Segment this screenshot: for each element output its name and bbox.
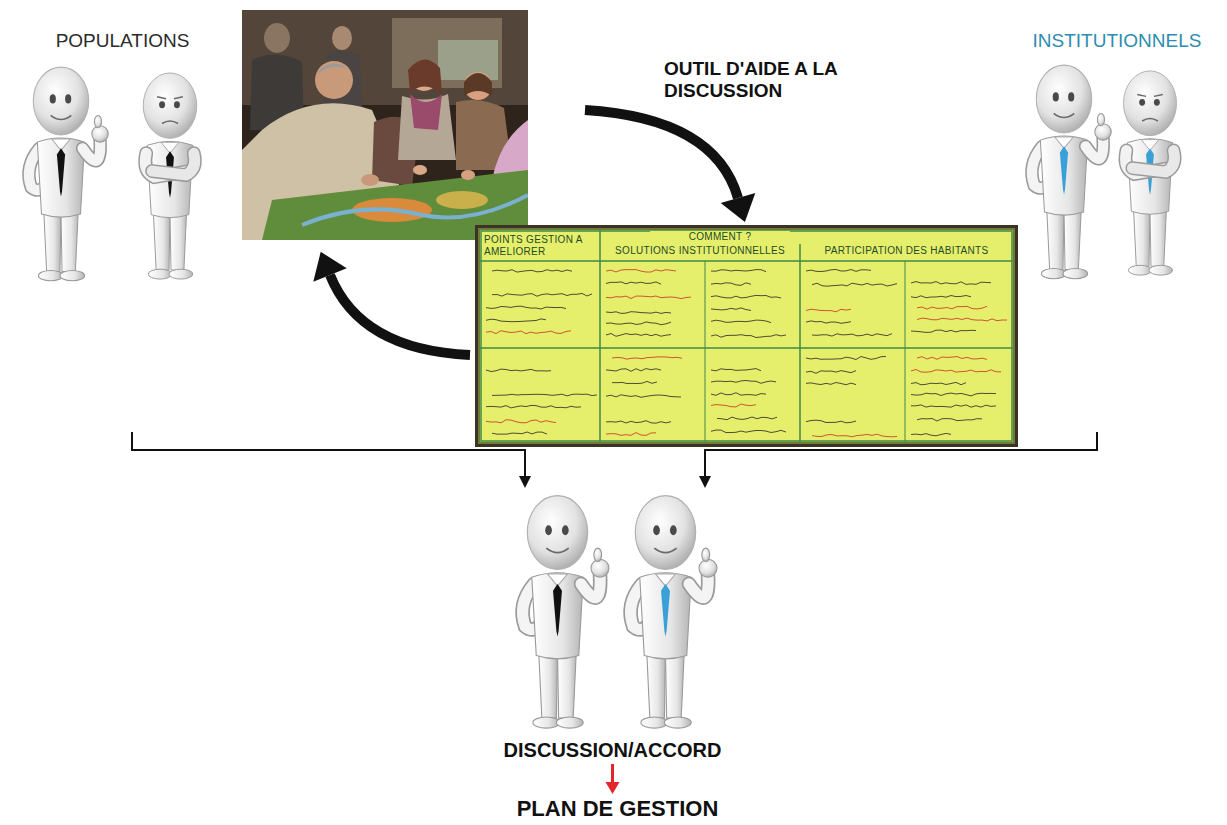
handwriting-scribble bbox=[492, 432, 547, 434]
agreement-figures bbox=[523, 496, 717, 729]
result-box: PLAN DE GESTION bbox=[490, 794, 745, 823]
arrowhead bbox=[606, 782, 620, 794]
handwriting-scribble bbox=[486, 405, 581, 408]
handwriting-scribble bbox=[806, 321, 851, 323]
poster-heading: POINTS GESTION A AMELIORER bbox=[484, 234, 596, 258]
connector bbox=[606, 764, 620, 794]
handwriting-scribble bbox=[711, 381, 776, 384]
grid-line bbox=[480, 260, 1013, 262]
poster-grid bbox=[480, 230, 1013, 442]
handwriting-scribble bbox=[606, 433, 656, 436]
handwriting-scribble bbox=[917, 357, 987, 360]
diagram-label: OUTIL D'AIDE A LA DISCUSSION bbox=[664, 58, 869, 102]
man-figure bbox=[143, 73, 197, 279]
handwriting-scribble bbox=[606, 282, 661, 284]
handwriting-scribble bbox=[711, 393, 766, 396]
handwriting-scribble bbox=[606, 296, 691, 299]
connector bbox=[132, 432, 531, 488]
node-label: DISCUSSION/ACCORD bbox=[504, 739, 722, 762]
handwriting-scribble bbox=[486, 420, 556, 423]
population-figures bbox=[29, 67, 197, 281]
node-label: POPULATIONS bbox=[56, 30, 190, 52]
handwriting-scribble bbox=[606, 369, 661, 372]
handwriting-scribble bbox=[911, 296, 971, 298]
handwriting-scribble bbox=[711, 369, 761, 371]
agreement-box: DISCUSSION/ACCORD bbox=[495, 488, 730, 764]
node-label: INSTITUTIONNELS bbox=[1033, 30, 1202, 52]
handwriting-scribble bbox=[911, 393, 996, 396]
grid-line bbox=[705, 261, 706, 442]
group-box: POPULATIONS bbox=[0, 28, 245, 432]
handwriting-scribble bbox=[806, 371, 856, 374]
man-figure bbox=[1123, 71, 1176, 275]
poster-heading: COMMENT ? bbox=[650, 231, 790, 243]
institution-figures bbox=[1032, 65, 1177, 279]
grid-line bbox=[599, 230, 601, 442]
cycle-arrow bbox=[313, 252, 470, 355]
handwriting-scribble bbox=[806, 357, 886, 360]
handwriting-scribble bbox=[606, 421, 671, 424]
cycle-arrow bbox=[585, 110, 755, 222]
arrowhead bbox=[699, 476, 711, 488]
handwriting-scribble bbox=[486, 319, 546, 322]
handwriting-scribble bbox=[606, 395, 681, 398]
handwriting-scribble bbox=[917, 306, 987, 309]
grid-line bbox=[905, 261, 906, 442]
connector-line bbox=[132, 432, 525, 477]
handwriting-scribble bbox=[717, 417, 777, 420]
handwriting-scribble bbox=[711, 320, 771, 323]
handwriting-scribble bbox=[911, 282, 991, 285]
poster-heading: PARTICIPATION DES HABITANTS bbox=[804, 245, 1009, 257]
handwriting-scribble bbox=[711, 335, 786, 338]
node-label: PLAN DE GESTION bbox=[517, 796, 719, 821]
connector-line bbox=[611, 764, 614, 783]
handwriting-scribble bbox=[486, 331, 571, 334]
handwriting-scribble bbox=[492, 293, 592, 296]
handwriting-scribble bbox=[812, 283, 897, 286]
man-figure bbox=[523, 496, 609, 729]
handwriting-scribble bbox=[806, 383, 856, 385]
handwriting-scribble bbox=[711, 308, 751, 311]
handwriting-scribble bbox=[606, 270, 676, 272]
handwriting-scribble bbox=[711, 404, 756, 407]
workshop-photo bbox=[242, 10, 528, 240]
poster-border bbox=[481, 231, 1012, 441]
handwriting-scribble bbox=[492, 394, 597, 396]
handwriting-scribble bbox=[917, 318, 1007, 321]
handwriting-scribble bbox=[492, 270, 572, 272]
handwriting-scribble bbox=[711, 430, 786, 433]
handwriting-scribble bbox=[806, 420, 856, 423]
grid-line bbox=[799, 244, 801, 442]
handwriting-scribble bbox=[911, 433, 951, 435]
handwriting-scribble bbox=[911, 330, 976, 332]
handwriting-scribble bbox=[486, 306, 566, 309]
handwriting-scribble bbox=[812, 434, 897, 437]
handwriting-scribble bbox=[606, 334, 671, 337]
handwriting-scribble bbox=[812, 334, 892, 336]
man-figure bbox=[29, 67, 108, 281]
handwriting-scribble bbox=[486, 369, 551, 371]
handwriting-scribble bbox=[917, 419, 982, 422]
handwriting-scribble bbox=[606, 322, 671, 325]
handwriting-scribble bbox=[612, 357, 682, 359]
man-figure bbox=[631, 496, 717, 729]
handwriting-scribble bbox=[806, 270, 871, 272]
handwriting-scribble bbox=[711, 270, 766, 272]
handwriting-scribble bbox=[606, 312, 671, 314]
man-figure bbox=[1032, 65, 1111, 279]
poster-box: COMMENT ? POINTS GESTION A AMELIORER SOLUT… bbox=[480, 230, 1013, 442]
arrowhead bbox=[519, 476, 531, 488]
handwriting-scribble bbox=[911, 405, 996, 407]
handwriting-scribble bbox=[711, 283, 751, 286]
handwriting-scribble bbox=[911, 382, 966, 384]
group-box: INSTITUTIONNELS bbox=[1010, 28, 1224, 432]
grid-line bbox=[480, 347, 1013, 349]
handwriting-scribble bbox=[711, 295, 781, 298]
handwriting-scribble bbox=[911, 370, 1001, 373]
handwriting-scribble bbox=[612, 381, 657, 383]
poster-heading: SOLUTIONS INSTITUTIONNELLES bbox=[604, 245, 796, 257]
handwriting-scribble bbox=[806, 309, 851, 312]
